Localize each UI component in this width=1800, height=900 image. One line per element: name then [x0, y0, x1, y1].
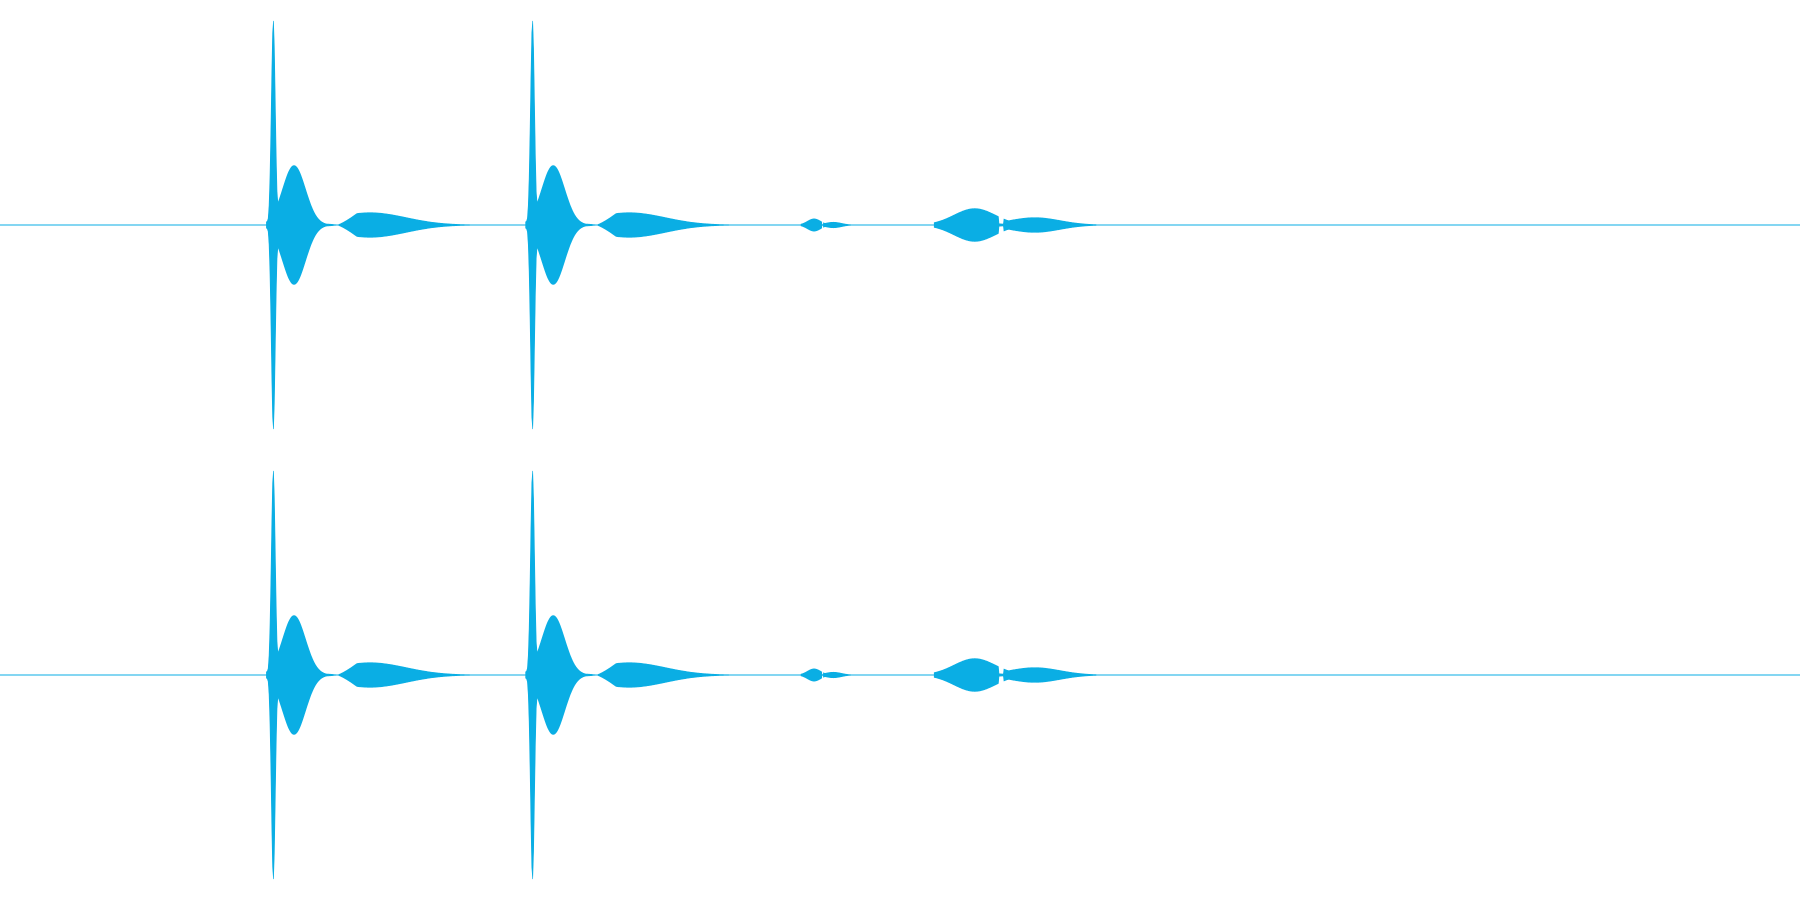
channel-2-burst-4 [933, 658, 1097, 692]
channel-1-burst-1 [266, 20, 498, 430]
channel-1-burst-3 [800, 218, 854, 232]
channel-2-track [0, 470, 1800, 880]
channel-1-burst-4 [933, 208, 1097, 242]
channel-2-burst-2 [525, 470, 757, 880]
channel-1-track [0, 20, 1800, 430]
channel-2-burst-1 [266, 470, 498, 880]
channel-1-waveform [266, 20, 1097, 430]
channel-2-waveform [266, 470, 1097, 880]
channel-1-burst-2 [525, 20, 757, 430]
channel-2-burst-3 [800, 668, 854, 682]
